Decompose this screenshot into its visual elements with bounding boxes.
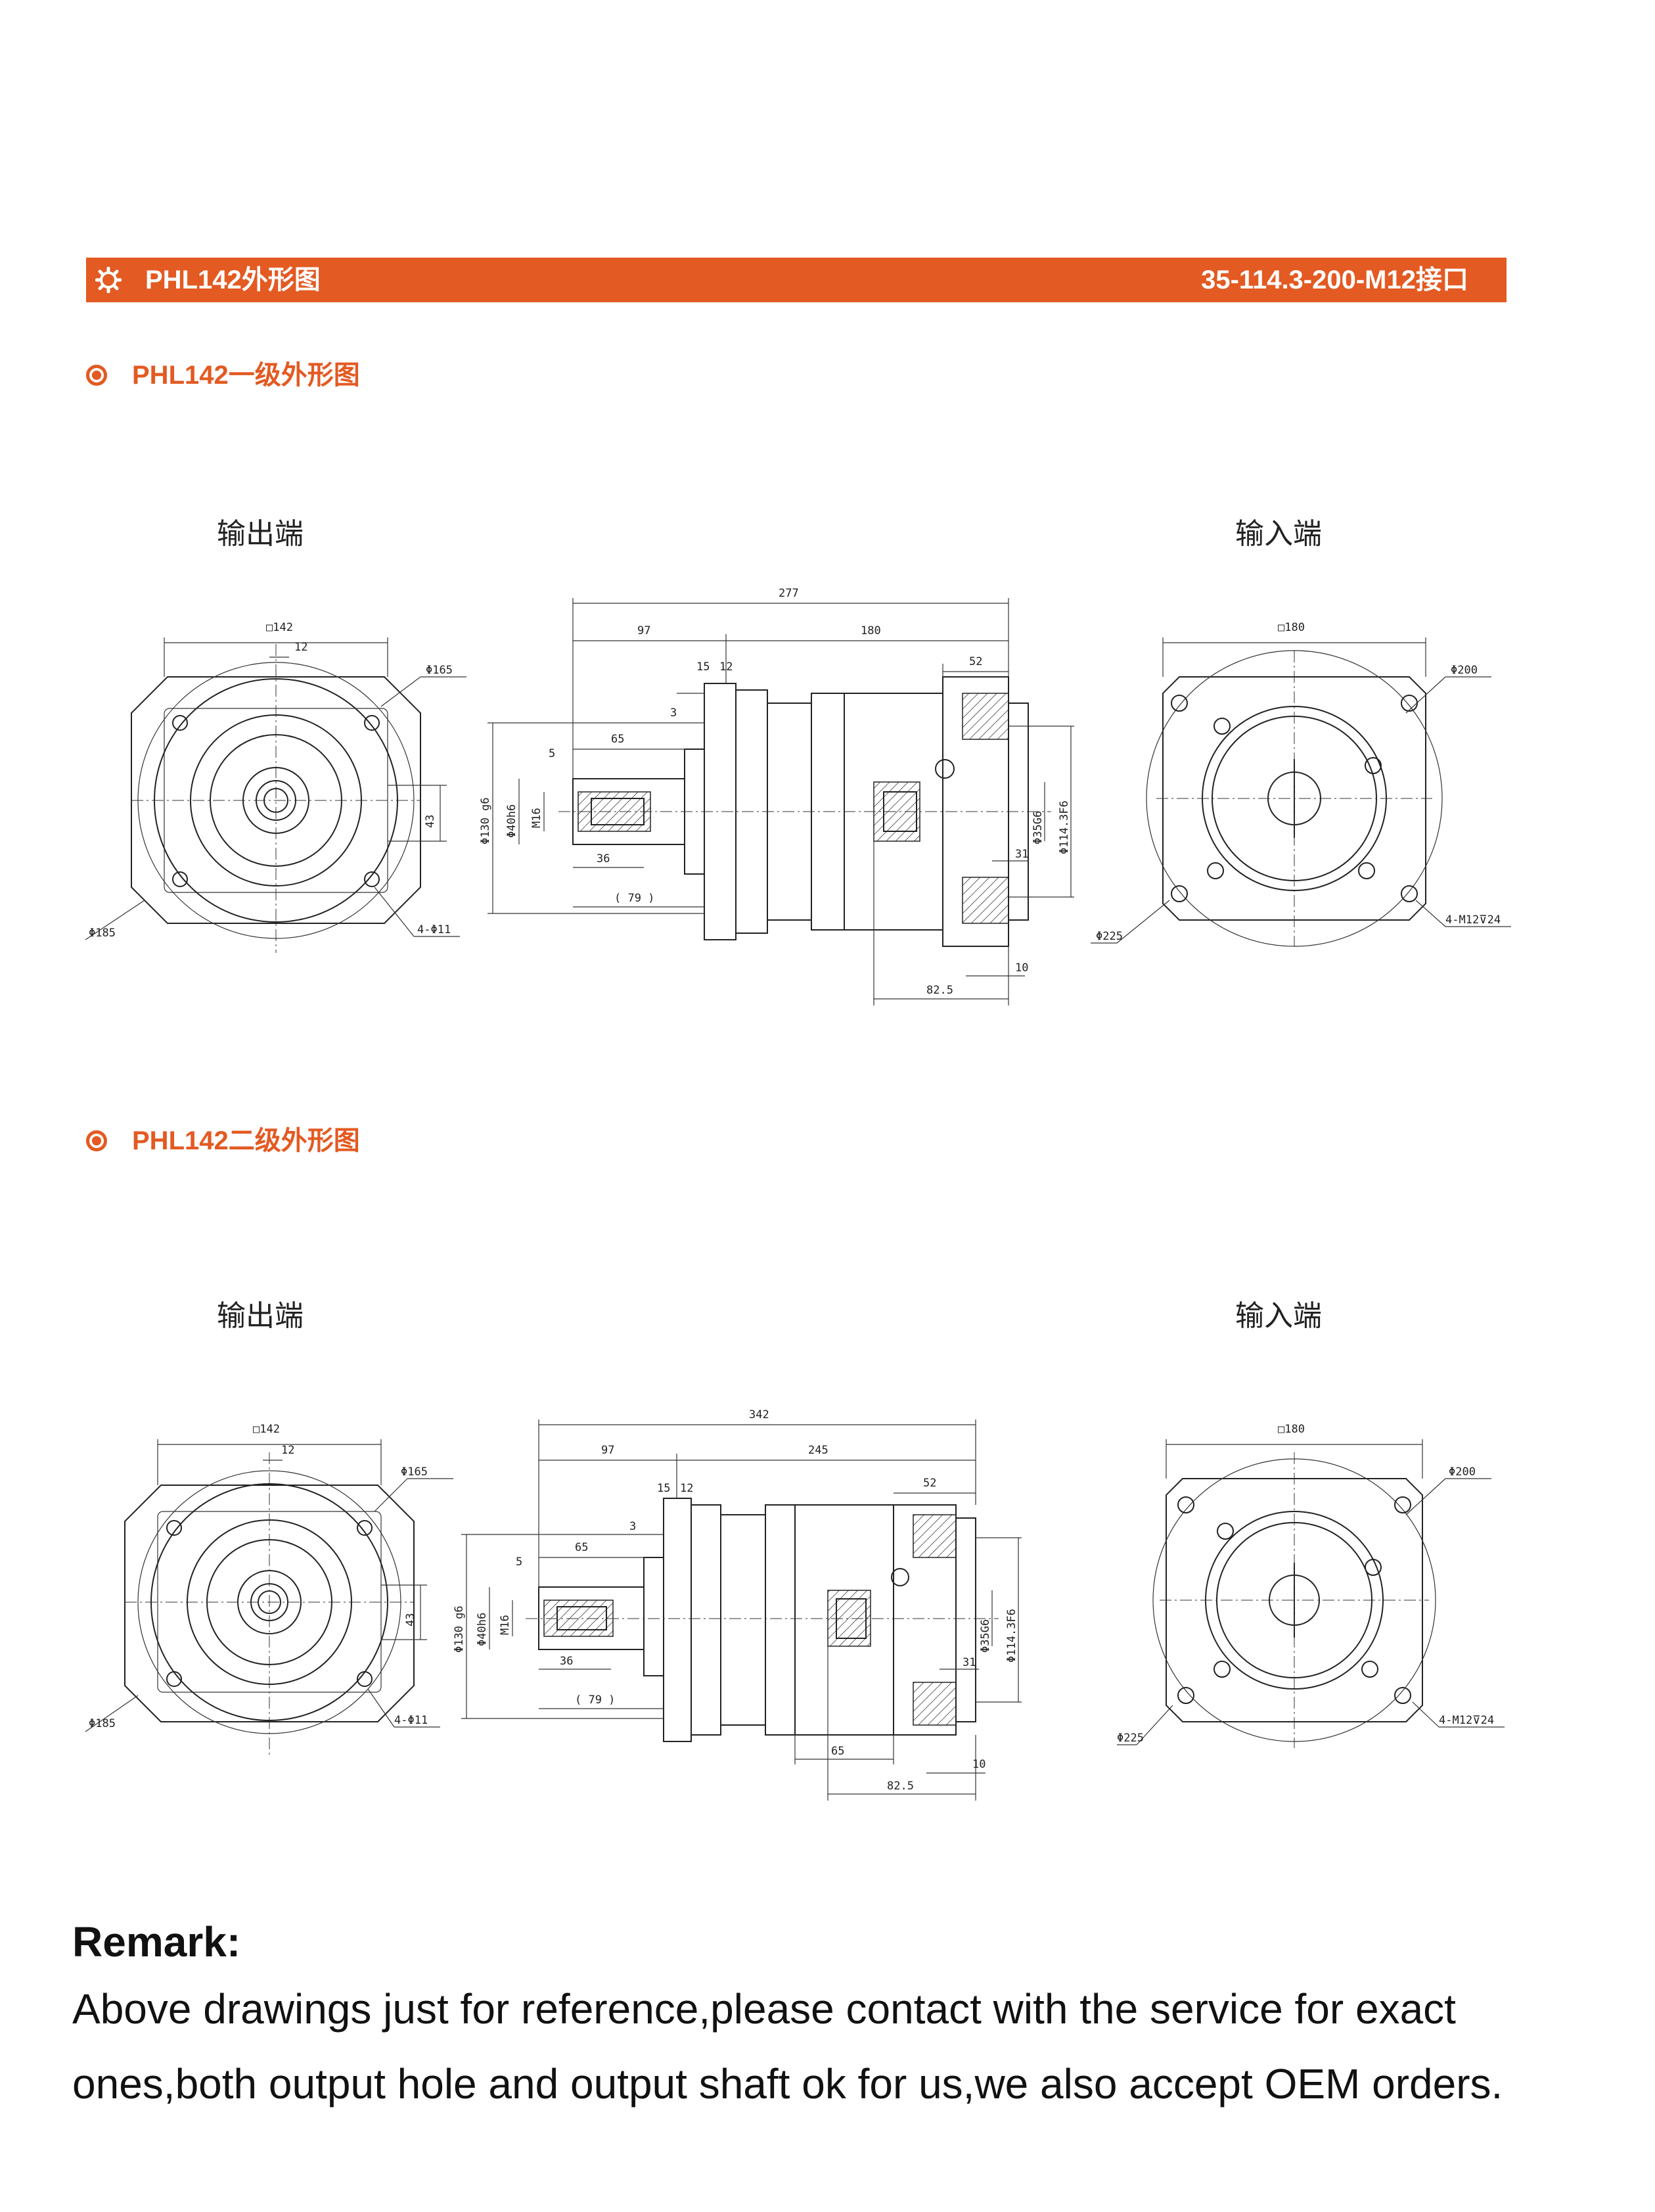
dim-key: 12 — [294, 641, 307, 654]
dim-thread: M16 — [499, 1615, 512, 1635]
side-view-drawing-2: 342 97 245 52 15 12 3 5 65 36 ( 79 ) Φ13… — [453, 1408, 1123, 1807]
dim-10: 10 — [1015, 961, 1028, 975]
dim-shaft: Φ40h6 — [476, 1613, 489, 1646]
dim-bore: Φ35G6 — [979, 1619, 992, 1653]
dim-input-thread-holes: 4-M12⊽24 — [1439, 1714, 1494, 1727]
header-banner: PHL142外形图 35-114.3-200-M12接口 — [86, 258, 1507, 302]
dim-65: 65 — [611, 733, 624, 746]
dim-pilot: Φ130 g6 — [453, 1605, 466, 1653]
dim-3: 3 — [670, 706, 677, 720]
dim-10: 10 — [972, 1758, 986, 1771]
dim-input-square: □180 — [1278, 621, 1305, 634]
dim-body-len: 180 — [861, 624, 881, 637]
dim-overall: 277 — [779, 587, 799, 600]
dim-input-flange: 52 — [923, 1477, 936, 1490]
side-view-drawing-1: 277 97 180 52 15 12 3 5 65 36 ( 79 ) Φ13… — [479, 587, 1110, 1012]
dim-82: 82.5 — [926, 984, 953, 997]
output-view-drawing-1: □142 12 43 Φ165 Φ185 4-Φ11 — [85, 621, 480, 979]
input-end-label-1: 输入端 — [1235, 517, 1322, 551]
dim-pilot: Φ130 g6 — [479, 797, 492, 844]
dim-15: 15 — [696, 660, 710, 674]
section-2-title: PHL142二级外形图 — [132, 1126, 360, 1155]
gear-icon — [95, 267, 122, 293]
dim-holes: 4-Φ11 — [394, 1714, 428, 1727]
dim-79: ( 79 ) — [614, 892, 654, 905]
bullet-icon — [86, 365, 107, 386]
dim-holes: 4-Φ11 — [417, 923, 451, 936]
output-end-label-1: 输出端 — [217, 517, 304, 551]
dim-input-flange: 52 — [969, 655, 982, 668]
dim-input-bolt-circle: Φ200 — [1449, 1465, 1476, 1479]
dim-31: 31 — [1015, 848, 1028, 861]
dim-3: 3 — [629, 1520, 636, 1533]
dim-overall: 342 — [749, 1408, 769, 1421]
dim-shaft: Φ40h6 — [505, 804, 518, 838]
dim-square: □142 — [266, 621, 293, 634]
output-view-drawing-2: □142 12 43 Φ165 Φ185 4-Φ11 — [85, 1423, 480, 1781]
dim-output-len: 97 — [637, 624, 650, 637]
remark-block: Remark: Above drawings just for referenc… — [72, 1912, 1583, 2121]
dim-height: 43 — [404, 1613, 417, 1626]
dim-spigot: Φ114.3F6 — [1005, 1609, 1018, 1663]
dim-square: □142 — [253, 1423, 280, 1436]
dim-5: 5 — [549, 747, 555, 760]
input-view-drawing-2: □180 Φ200 Φ225 4-M12⊽24 — [1117, 1423, 1511, 1781]
dim-input-bolt-circle: Φ200 — [1451, 664, 1478, 677]
input-view-drawing-1: □180 Φ200 Φ225 4-M12⊽24 — [1091, 621, 1511, 979]
remark-title: Remark: — [72, 1918, 241, 1966]
dim-79: ( 79 ) — [575, 1694, 615, 1707]
remark-body: Above drawings just for reference,please… — [72, 1985, 1503, 2108]
dim-thread: M16 — [530, 808, 543, 828]
output-end-label-2: 输出端 — [217, 1299, 304, 1333]
dim-bore: Φ35G6 — [1032, 811, 1045, 844]
dim-31: 31 — [963, 1656, 976, 1669]
dim-5: 5 — [516, 1555, 522, 1569]
dim-12: 12 — [719, 660, 733, 674]
dim-body-len: 245 — [808, 1444, 828, 1457]
dim-spigot: Φ114.3F6 — [1058, 800, 1071, 854]
section-1-title: PHL142一级外形图 — [132, 361, 360, 390]
bullet-icon — [86, 1130, 107, 1151]
dim-key: 12 — [281, 1444, 294, 1457]
input-end-label-2: 输入端 — [1235, 1299, 1322, 1333]
dim-input-outer-circle: Φ225 — [1096, 930, 1123, 943]
dim-bolt-circle: Φ165 — [401, 1465, 428, 1479]
dim-bolt-circle: Φ165 — [426, 664, 453, 677]
dim-input-square: □180 — [1278, 1423, 1305, 1436]
dim-12: 12 — [680, 1482, 693, 1495]
dim-output-len: 97 — [601, 1444, 614, 1457]
page-title: PHL142外形图 — [145, 265, 321, 294]
dim-outer-circle: Φ185 — [89, 927, 116, 940]
dim-15: 15 — [657, 1482, 670, 1495]
dim-input-outer-circle: Φ225 — [1117, 1732, 1144, 1745]
dim-height: 43 — [424, 815, 437, 828]
dim-outer-circle: Φ185 — [89, 1717, 116, 1730]
interface-spec: 35-114.3-200-M12接口 — [1201, 265, 1468, 294]
dim-65: 65 — [575, 1541, 588, 1554]
dim-stage: 65 — [831, 1745, 844, 1758]
dim-input-thread-holes: 4-M12⊽24 — [1445, 913, 1501, 927]
dim-82: 82.5 — [887, 1780, 914, 1793]
dim-36: 36 — [597, 852, 610, 865]
dim-36: 36 — [560, 1655, 573, 1668]
